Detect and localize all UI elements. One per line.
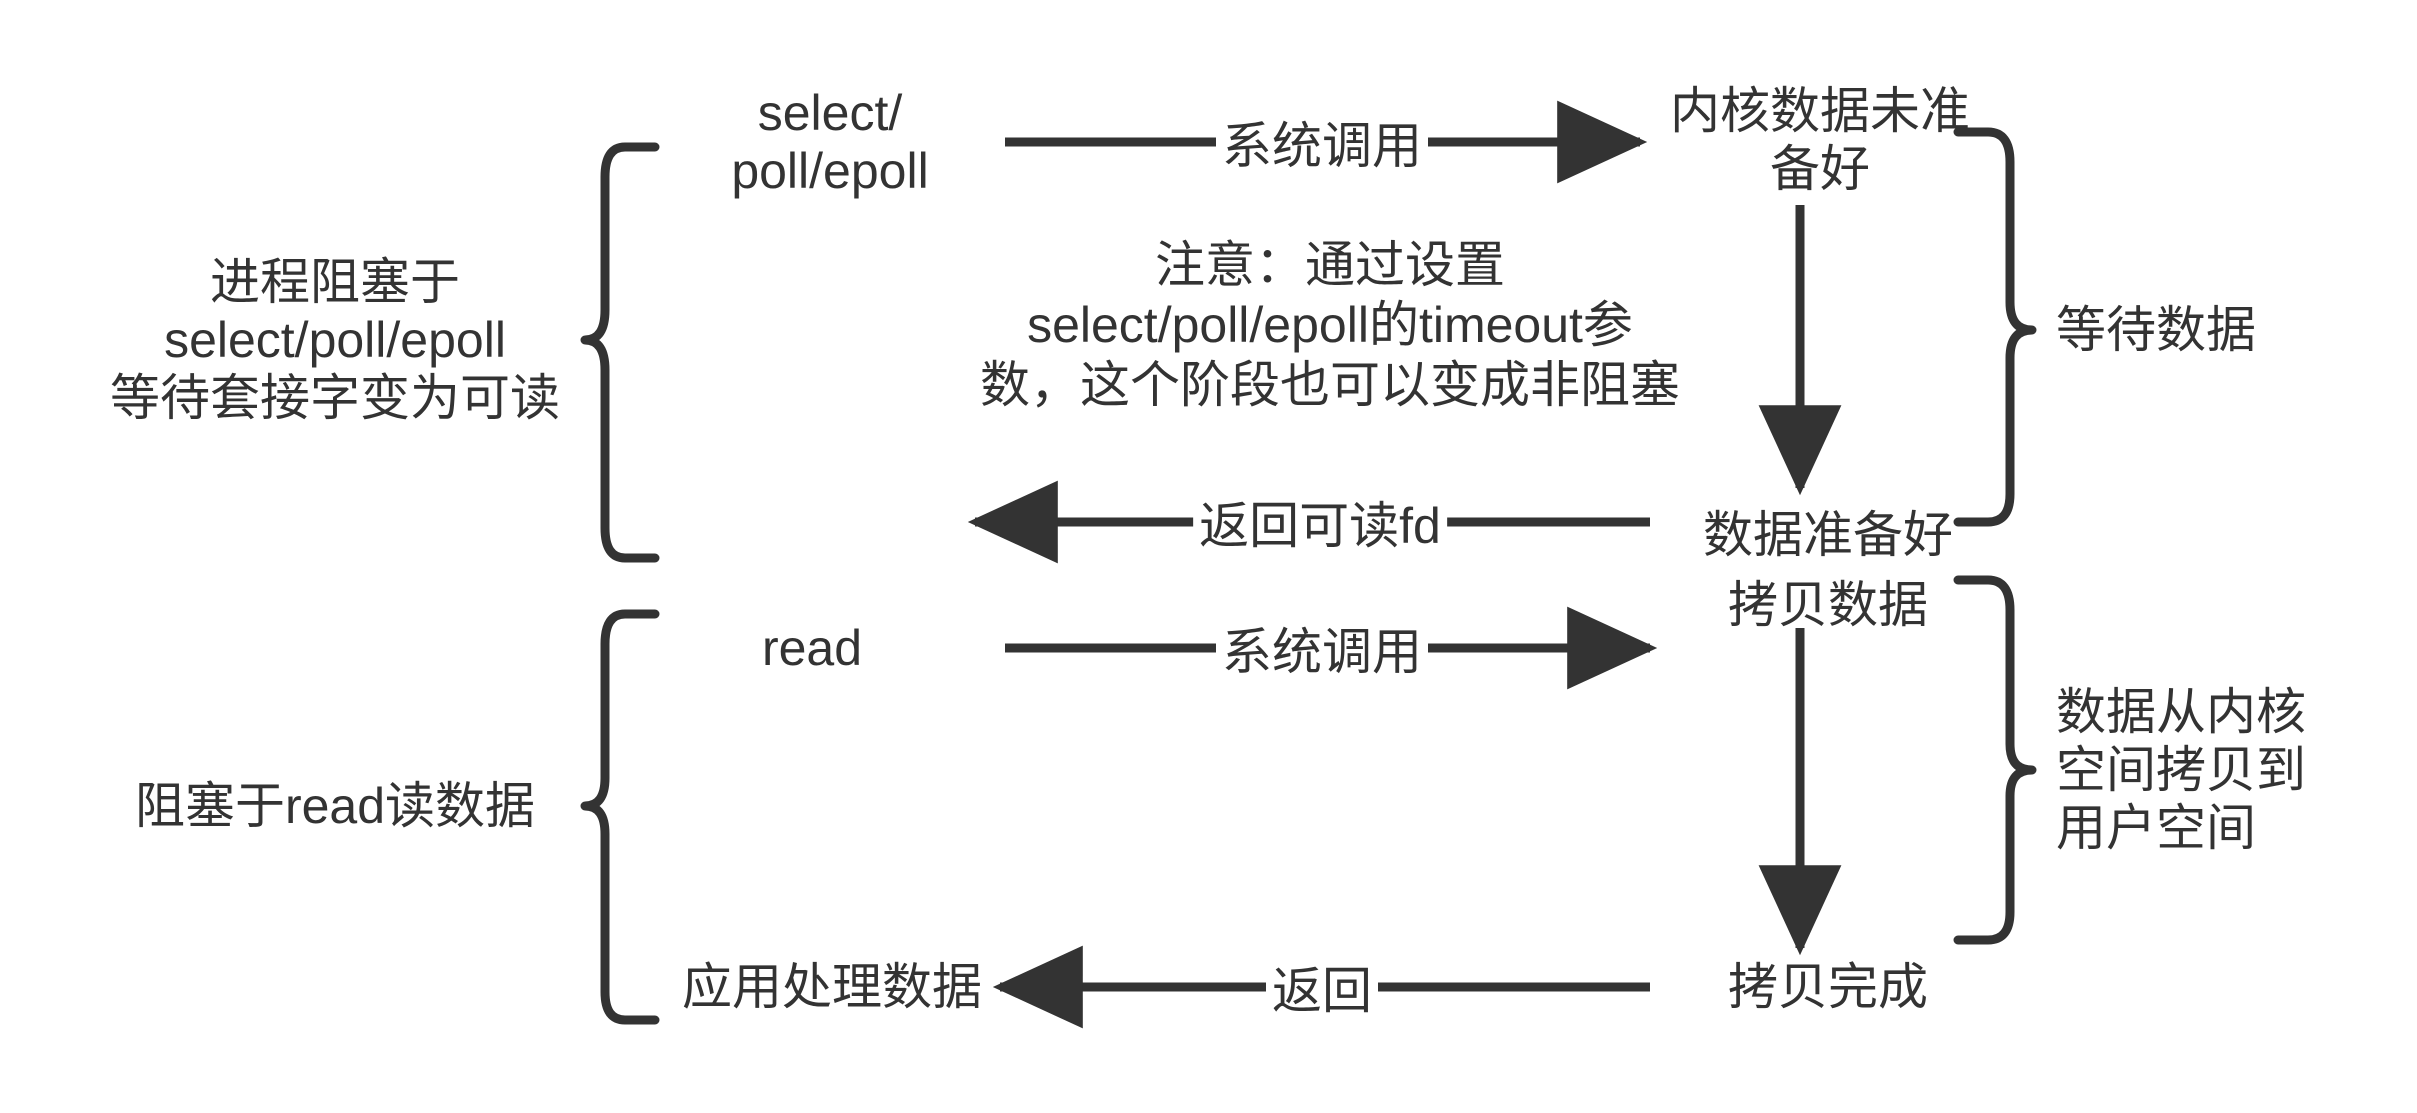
node-kernel-data-not-ready: 内核数据未准 备好 <box>1670 83 1970 197</box>
node-read: read <box>761 620 863 676</box>
note-timeout-nonblocking: 注意：通过设置 select/poll/epoll的timeout参 数，这个阶… <box>980 237 1680 413</box>
node-select-poll-epoll: select/ poll/epoll <box>731 85 929 199</box>
stage-label-wait-data: 等待数据 <box>2056 302 2256 358</box>
arrow-label-syscall-top: 系统调用 <box>1216 106 1428 178</box>
right-brace-copy-data <box>1953 575 2037 945</box>
node-app-process-data: 应用处理数据 <box>682 959 982 1015</box>
arrow-label-return-readable-fd: 返回可读fd <box>1193 486 1447 558</box>
node-data-ready: 数据准备好 <box>1703 507 1953 563</box>
phase-label-read-block: 阻塞于read读数据 <box>134 778 536 834</box>
arrow-label-syscall-read: 系统调用 <box>1216 612 1428 684</box>
node-copy-data: 拷贝数据 <box>1728 577 1928 633</box>
left-brace-select <box>580 142 660 563</box>
stage-label-copy-kernel-to-user: 数据从内核 空间拷贝到 用户空间 <box>2056 684 2306 856</box>
arrow-label-return: 返回 <box>1266 951 1378 1023</box>
phase-label-select-block: 进程阻塞于 select/poll/epoll 等待套接字变为可读 <box>110 254 560 426</box>
left-brace-read <box>580 609 660 1025</box>
node-copy-done: 拷贝完成 <box>1728 959 1928 1015</box>
